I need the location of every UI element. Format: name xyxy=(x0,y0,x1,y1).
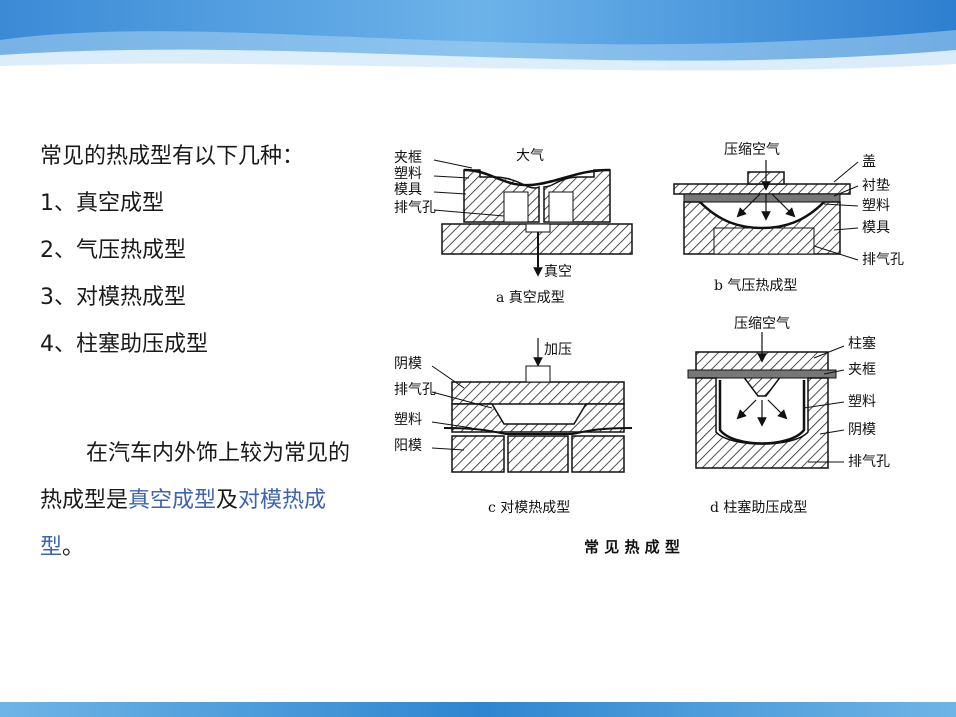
figure-title: 常 见 热 成 型 xyxy=(584,538,680,556)
label-c-pressure: 加压 xyxy=(544,342,572,358)
header-banner xyxy=(0,0,956,78)
label-b-mold: 模具 xyxy=(862,220,890,236)
diagram-a-vacuum-forming: 夹框 塑料 模具 排气孔 大气 真空 a 真空成型 xyxy=(394,148,633,306)
footer-bar xyxy=(0,702,956,717)
para-text-2: 及 xyxy=(216,488,239,513)
summary-paragraph: 在汽车内外饰上较为常见的热成型是真空成型及对模热成型。 xyxy=(40,430,362,571)
list-item-2: 2、气压热成型 xyxy=(40,238,186,263)
label-a-vacuum: 真空 xyxy=(544,264,572,280)
label-c-plastic: 塑料 xyxy=(394,412,422,428)
diagram-b-pressure-forming: 压缩空气 盖 衬垫 塑料 模具 排气孔 b 气压热成型 xyxy=(673,142,904,294)
highlight-matched-mold-forming: 对模热成型 xyxy=(40,488,327,560)
caption-d: d 柱塞助压成型 xyxy=(710,499,807,516)
list-item-3: 3、对模热成型 xyxy=(40,285,186,310)
list-item-4: 4、柱塞助压成型 xyxy=(40,332,208,357)
label-b-gasket: 衬垫 xyxy=(862,178,890,194)
list-item-1: 1、真空成型 xyxy=(40,191,164,216)
label-a-vent: 排气孔 xyxy=(394,200,436,216)
diagram-c-matched-mold: 加压 阴模 排气孔 塑料 阳模 c 对模热成型 xyxy=(394,338,633,516)
label-d-female-mold: 阴模 xyxy=(848,422,876,438)
para-text-3: 。 xyxy=(62,535,85,560)
label-a-plastic: 塑料 xyxy=(394,166,422,182)
label-d-plug: 柱塞 xyxy=(848,335,876,352)
caption-a: a 真空成型 xyxy=(496,290,565,306)
label-d-vent: 排气孔 xyxy=(848,454,890,470)
label-a-clamp: 夹框 xyxy=(394,150,422,166)
label-c-vent: 排气孔 xyxy=(394,382,436,398)
label-d-plastic: 塑料 xyxy=(848,394,876,410)
label-d-clamp: 夹框 xyxy=(848,362,876,378)
label-b-vent: 排气孔 xyxy=(862,252,904,268)
label-b-lid: 盖 xyxy=(862,154,876,170)
intro-text: 常见的热成型有以下几种： xyxy=(40,144,305,169)
label-c-female-mold: 阴模 xyxy=(394,356,422,372)
thermoforming-figure: 夹框 塑料 模具 排气孔 大气 真空 a 真空成型 压缩空气 盖 衬垫 塑料 模… xyxy=(384,132,924,572)
highlight-vacuum-forming: 真空成型 xyxy=(128,488,217,513)
label-a-atmosphere: 大气 xyxy=(516,148,544,164)
label-d-compressed-air: 压缩空气 xyxy=(734,316,790,332)
diagram-d-plug-assist: 压缩空气 柱塞 夹框 塑料 阴模 排气孔 d 柱塞助压成型 xyxy=(687,316,890,516)
label-a-mold: 模具 xyxy=(394,182,422,198)
label-b-compressed-air: 压缩空气 xyxy=(724,142,780,158)
para-text-1: 在汽车内外饰上较为常见的热成型是 xyxy=(40,441,351,513)
caption-b: b 气压热成型 xyxy=(714,278,797,294)
label-b-plastic: 塑料 xyxy=(862,198,890,214)
label-c-male-mold: 阳模 xyxy=(394,438,422,454)
caption-c: c 对模热成型 xyxy=(488,500,570,516)
